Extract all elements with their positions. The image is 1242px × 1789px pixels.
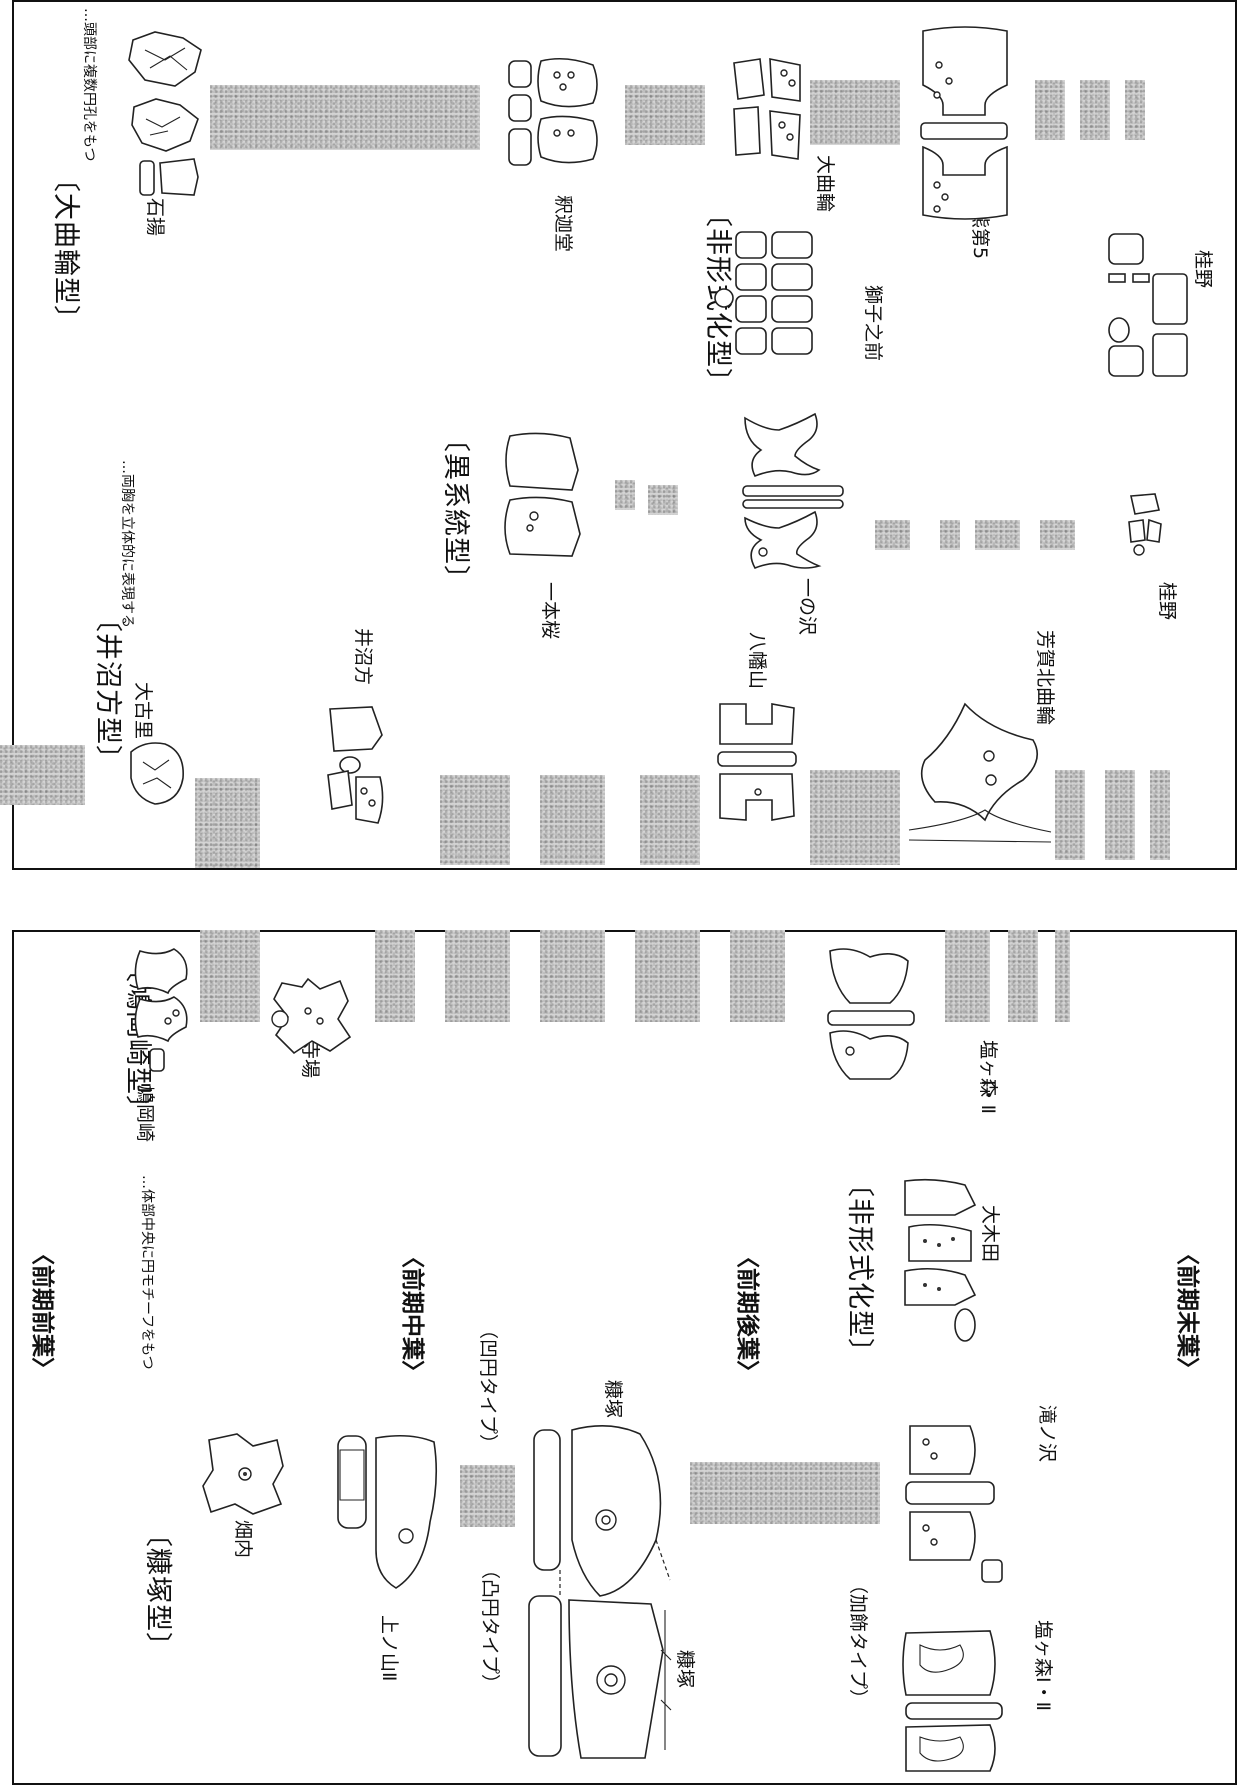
figure-kurokuma-1 <box>915 25 1015 225</box>
band-hatooka-6 <box>730 930 785 1022</box>
site-label-hatauchi: 畑内 <box>231 1520 258 1558</box>
band-ichinosawa-3 <box>975 520 1020 550</box>
band-inumakata-8 <box>1150 770 1170 860</box>
figure-ookida <box>895 1175 990 1345</box>
figure-hagakita <box>905 700 1055 855</box>
type-nukazuka: 〔糠塚型〕 <box>141 1520 180 1660</box>
site-label-ichinosawa: 一の沢 <box>795 578 822 635</box>
figure-nukazuka-b <box>525 1590 675 1765</box>
figure-hachimanyama <box>710 700 800 830</box>
band-hatooka-5 <box>635 930 700 1022</box>
figure-shishinomae-1 <box>710 228 820 358</box>
band-inumakata-7 <box>1105 770 1135 860</box>
figure-shiogamori-b <box>820 945 920 1085</box>
band-hatooka-8 <box>1008 930 1038 1022</box>
band-hatooka-7 <box>945 930 990 1022</box>
subtype-kashoku: （加飾タイプ） <box>846 1575 873 1708</box>
band-nukazuka-2 <box>690 1462 880 1524</box>
site-label-ipponzakura: 一本桜 <box>538 582 565 639</box>
figure-hatookazaki <box>130 945 200 1075</box>
period-early-first: 〈前期前葉〉 <box>28 1242 62 1380</box>
band-ichinosawa-1 <box>875 520 910 550</box>
figure-inumakata <box>322 705 392 830</box>
site-label-shakado: 釈迦堂 <box>551 195 578 252</box>
figure-kaminoyama <box>330 1430 445 1595</box>
band-inumakata-2 <box>440 775 510 865</box>
figure-katsurano-b <box>1105 230 1195 380</box>
band-right-3 <box>1125 80 1145 140</box>
type-nukazuka-note: …体部中央に円モチーフをもつ <box>138 1175 158 1370</box>
band-omagariwa-main <box>210 85 480 150</box>
band-nukazuka-1 <box>460 1465 515 1527</box>
figure-ishiage-3 <box>132 155 202 200</box>
period-early-late: 〈前期後葉〉 <box>733 1245 767 1383</box>
figure-ookori <box>125 738 190 808</box>
site-label-ookori: 大古里 <box>131 682 158 739</box>
type-informal-lower: 〔非形式化型〕 <box>843 1170 882 1366</box>
type-omagariwa-note: …頭部に複数円孔をもつ <box>80 8 100 161</box>
site-label-takinosawa: 滝ノ沢 <box>1035 1405 1062 1462</box>
figure-omagariwa-1 <box>730 55 805 165</box>
band-omagariwa-mid <box>810 80 900 145</box>
period-early-middle: 〈前期中葉〉 <box>398 1245 432 1383</box>
figure-katsurano-a <box>1125 490 1165 560</box>
band-inumakata-3 <box>540 775 605 865</box>
site-label-omagariwa: 大曲輪 <box>813 155 840 212</box>
site-label-katsurano-a: 桂野 <box>1155 582 1182 620</box>
period-early-end: 〈前期末葉〉 <box>1173 1242 1207 1380</box>
figure-ishiage-1 <box>125 30 205 90</box>
band-hatooka-2 <box>375 930 415 1022</box>
band-ichinosawa-4 <box>1040 520 1075 550</box>
figure-shakado-1 <box>505 55 605 170</box>
site-label-ishiage: 石揚 <box>143 198 170 236</box>
site-label-hachimanyama: 八幡山 <box>745 632 772 689</box>
figure-nukazuka-a <box>530 1420 675 1600</box>
type-omagariwa: 〔大曲輪型〕 <box>49 165 88 333</box>
figure-ishiage-2 <box>128 95 203 155</box>
band-hatooka-4 <box>540 930 605 1022</box>
band-hatooka-3 <box>445 930 510 1022</box>
band-right-2 <box>1080 80 1110 140</box>
band-ichinosawa-2 <box>940 520 960 550</box>
site-label-kaminoyama: 上ノ山Ⅱ <box>377 1615 404 1681</box>
band-inumakata-4 <box>640 775 700 865</box>
band-inumakata-1 <box>195 778 260 868</box>
site-label-hatookazaki: 鳩岡崎 <box>133 1085 160 1142</box>
band-shakado <box>625 85 705 145</box>
band-hatooka-9 <box>1055 930 1070 1022</box>
band-ikeito-2 <box>648 485 678 515</box>
subtype-ohen: （凹円タイプ） <box>476 1320 503 1453</box>
figure-hatauchi <box>195 1430 290 1520</box>
figure-ichinosawa <box>735 410 850 570</box>
site-label-inumakata: 井沼方 <box>351 628 378 685</box>
site-label-shiogamori-b2: Ⅰ・Ⅱ <box>976 1080 1003 1114</box>
figure-teraba <box>268 975 358 1060</box>
site-label-shishinomae: 獅子之前 <box>861 285 888 361</box>
band-hatooka-1 <box>200 930 260 1022</box>
site-label-shiogamori-a: 塩ヶ森Ⅰ・Ⅱ <box>1031 1620 1058 1711</box>
band-inumakata-origin <box>0 745 85 805</box>
type-inumakata-note: …両胸を立体的に表現する <box>118 460 138 628</box>
figure-shiogamori-a <box>900 1625 1020 1775</box>
band-inumakata-6 <box>1055 770 1085 860</box>
figure-takinosawa <box>900 1420 1020 1590</box>
band-ikeito-1 <box>615 480 635 510</box>
type-ikeito: 〔異系統型〕 <box>439 425 478 593</box>
site-label-nukazuka-b: 糠塚 <box>673 1650 700 1688</box>
site-label-nukazuka-a: 糠塚 <box>601 1380 628 1418</box>
band-inumakata-5 <box>810 770 900 865</box>
band-right-1 <box>1035 80 1065 140</box>
figure-ipponzakura <box>500 430 605 565</box>
site-label-katsurano-b: 桂野 <box>1191 250 1218 288</box>
subtype-toen: （凸円タイプ） <box>478 1560 505 1693</box>
